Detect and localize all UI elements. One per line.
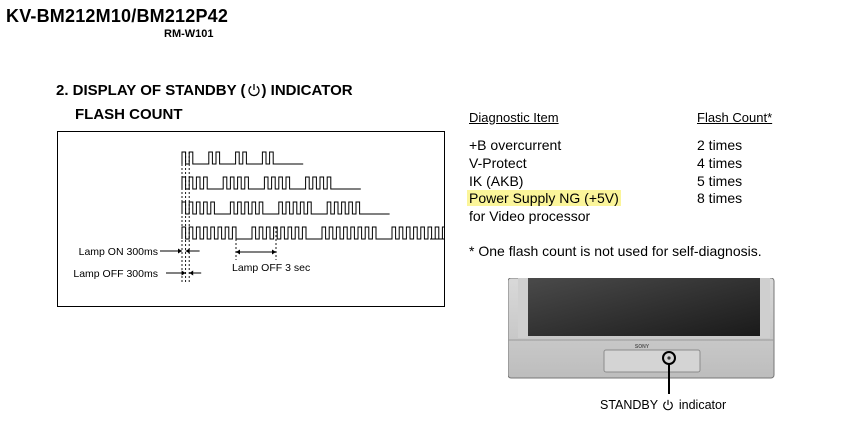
brand-logo: SONY — [635, 344, 650, 350]
waveform-row — [181, 201, 390, 215]
waveform-row — [181, 151, 304, 165]
power-icon — [247, 84, 260, 97]
section-heading: 2. DISPLAY OF STANDBY ( ) INDICATOR — [56, 82, 353, 99]
section-subheading: FLASH COUNT — [75, 106, 183, 123]
model-number: KV-BM212M10/BM212P42 — [6, 6, 229, 26]
waveform-row — [181, 176, 361, 190]
caption-text-pre: STANDBY — [600, 398, 658, 412]
front-panel-door — [603, 349, 701, 373]
heading-text-post: ) INDICATOR — [261, 82, 353, 99]
timing-label: Lamp ON 300ms — [79, 246, 158, 258]
timing-label: Lamp OFF 300ms — [73, 268, 158, 280]
arrow-head — [181, 270, 186, 276]
table-cell-item: for Video processor — [469, 208, 591, 224]
table-cell-item: V-Protect — [469, 155, 527, 171]
arrow-head — [189, 270, 194, 276]
timing-label: Lamp OFF 3 sec — [232, 262, 310, 274]
standby-caption: STANDBY indicator — [600, 398, 726, 412]
remote-model: RM-W101 — [164, 28, 214, 40]
table-cell-item: IK (AKB) — [469, 173, 524, 189]
footnote: * One flash count is not used for self-d… — [469, 243, 762, 259]
table-header-count: Flash Count* — [697, 110, 773, 125]
table-cell-item: +B overcurrent — [469, 137, 562, 153]
table-cell-count: 4 times — [697, 155, 743, 171]
table-cell-count: 5 times — [697, 173, 743, 189]
table-cell-count: 8 times — [697, 190, 743, 206]
waveform-row — [181, 226, 447, 240]
caption-text-post: indicator — [678, 398, 727, 412]
power-icon — [663, 399, 674, 411]
table-cell-count: 2 times — [697, 137, 743, 153]
arrow-head — [178, 248, 182, 254]
tv-screen — [528, 278, 760, 336]
arrow-head — [185, 248, 190, 254]
table-header-item: Diagnostic Item — [469, 110, 559, 125]
highlight-marker: Power Supply NG (+5V) — [467, 190, 621, 206]
heading-text-pre: 2. DISPLAY OF STANDBY ( — [56, 82, 246, 99]
table-cell-item-highlighted: Power Supply NG (+5V) — [467, 190, 621, 206]
tv-illustration: SONY — [508, 278, 775, 394]
